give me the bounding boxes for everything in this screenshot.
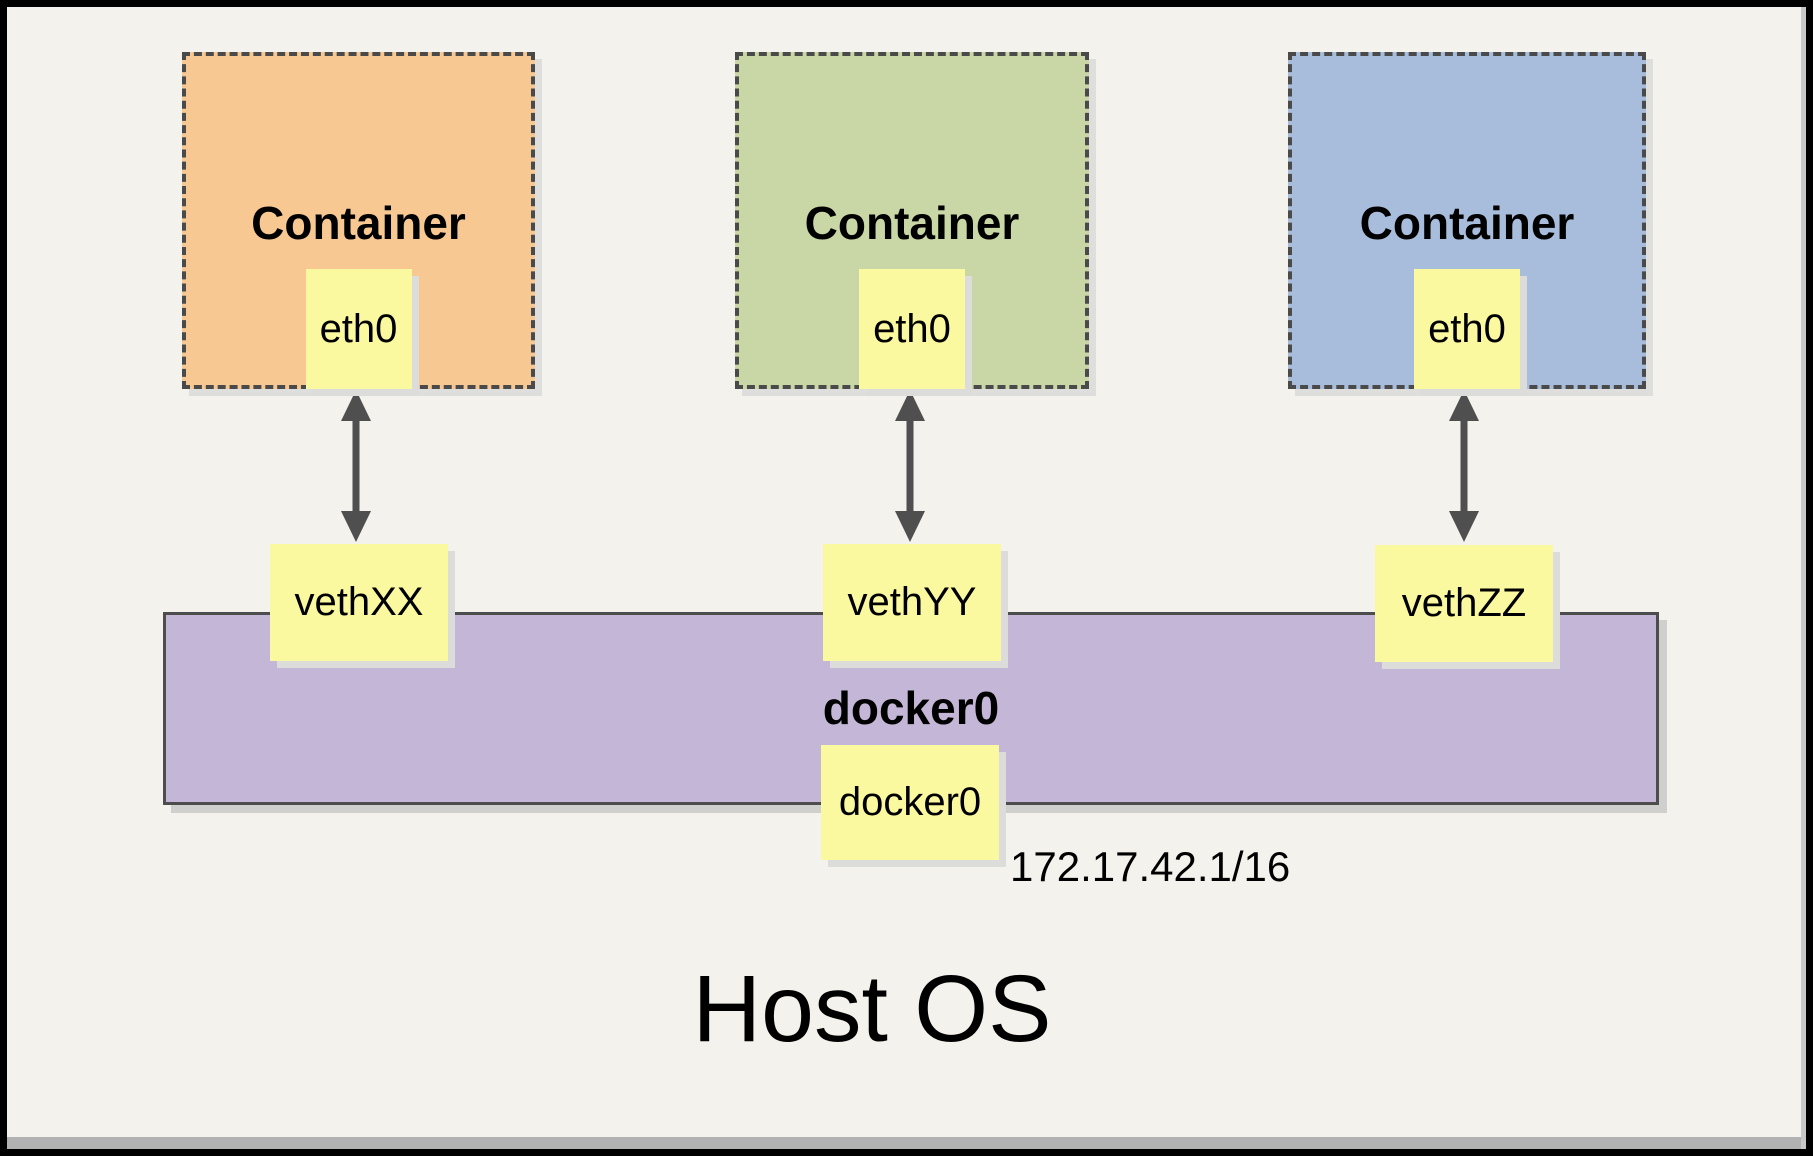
double-arrow-icon-2 [895,390,925,542]
container-3-eth0-label: eth0 [1428,306,1506,351]
container-1-eth0-label: eth0 [319,306,398,351]
container-2-eth0-interface: eth0 [859,269,965,389]
docker0-interface: docker0 [821,745,999,860]
container-1-title: Container [251,197,466,249]
vethzz-label: vethZZ [1401,581,1527,625]
container-2-eth0-label: eth0 [873,306,951,351]
container-3-title: Container [1359,197,1575,249]
container-2-title: Container [804,197,1020,249]
vethxx-label: vethXX [294,580,424,624]
docker0-bridge-title: docker0 [822,682,1000,734]
panel-right-shadow [1801,7,1806,1149]
container-3-eth0-interface: eth0 [1414,269,1520,389]
vethyy-label: vethYY [847,580,977,624]
vethyy-interface: vethYY [823,544,1001,661]
container-box-1: Container eth0 [182,52,535,389]
bridge-ip-address: 172.17.42.1/16 [1010,843,1291,890]
container-box-3: Container eth0 [1288,52,1646,389]
container-box-2: Container eth0 [735,52,1089,389]
container-1-eth0-interface: eth0 [305,269,412,389]
double-arrow-icon-1 [341,390,371,542]
panel-bottom-shadow [7,1137,1806,1149]
host-os-title: Host OS [692,956,1052,1062]
double-arrow-icon-3 [1449,390,1479,542]
vethzz-interface: vethZZ [1375,545,1553,662]
docker0-interface-label: docker0 [838,780,982,824]
vethxx-interface: vethXX [270,544,448,661]
